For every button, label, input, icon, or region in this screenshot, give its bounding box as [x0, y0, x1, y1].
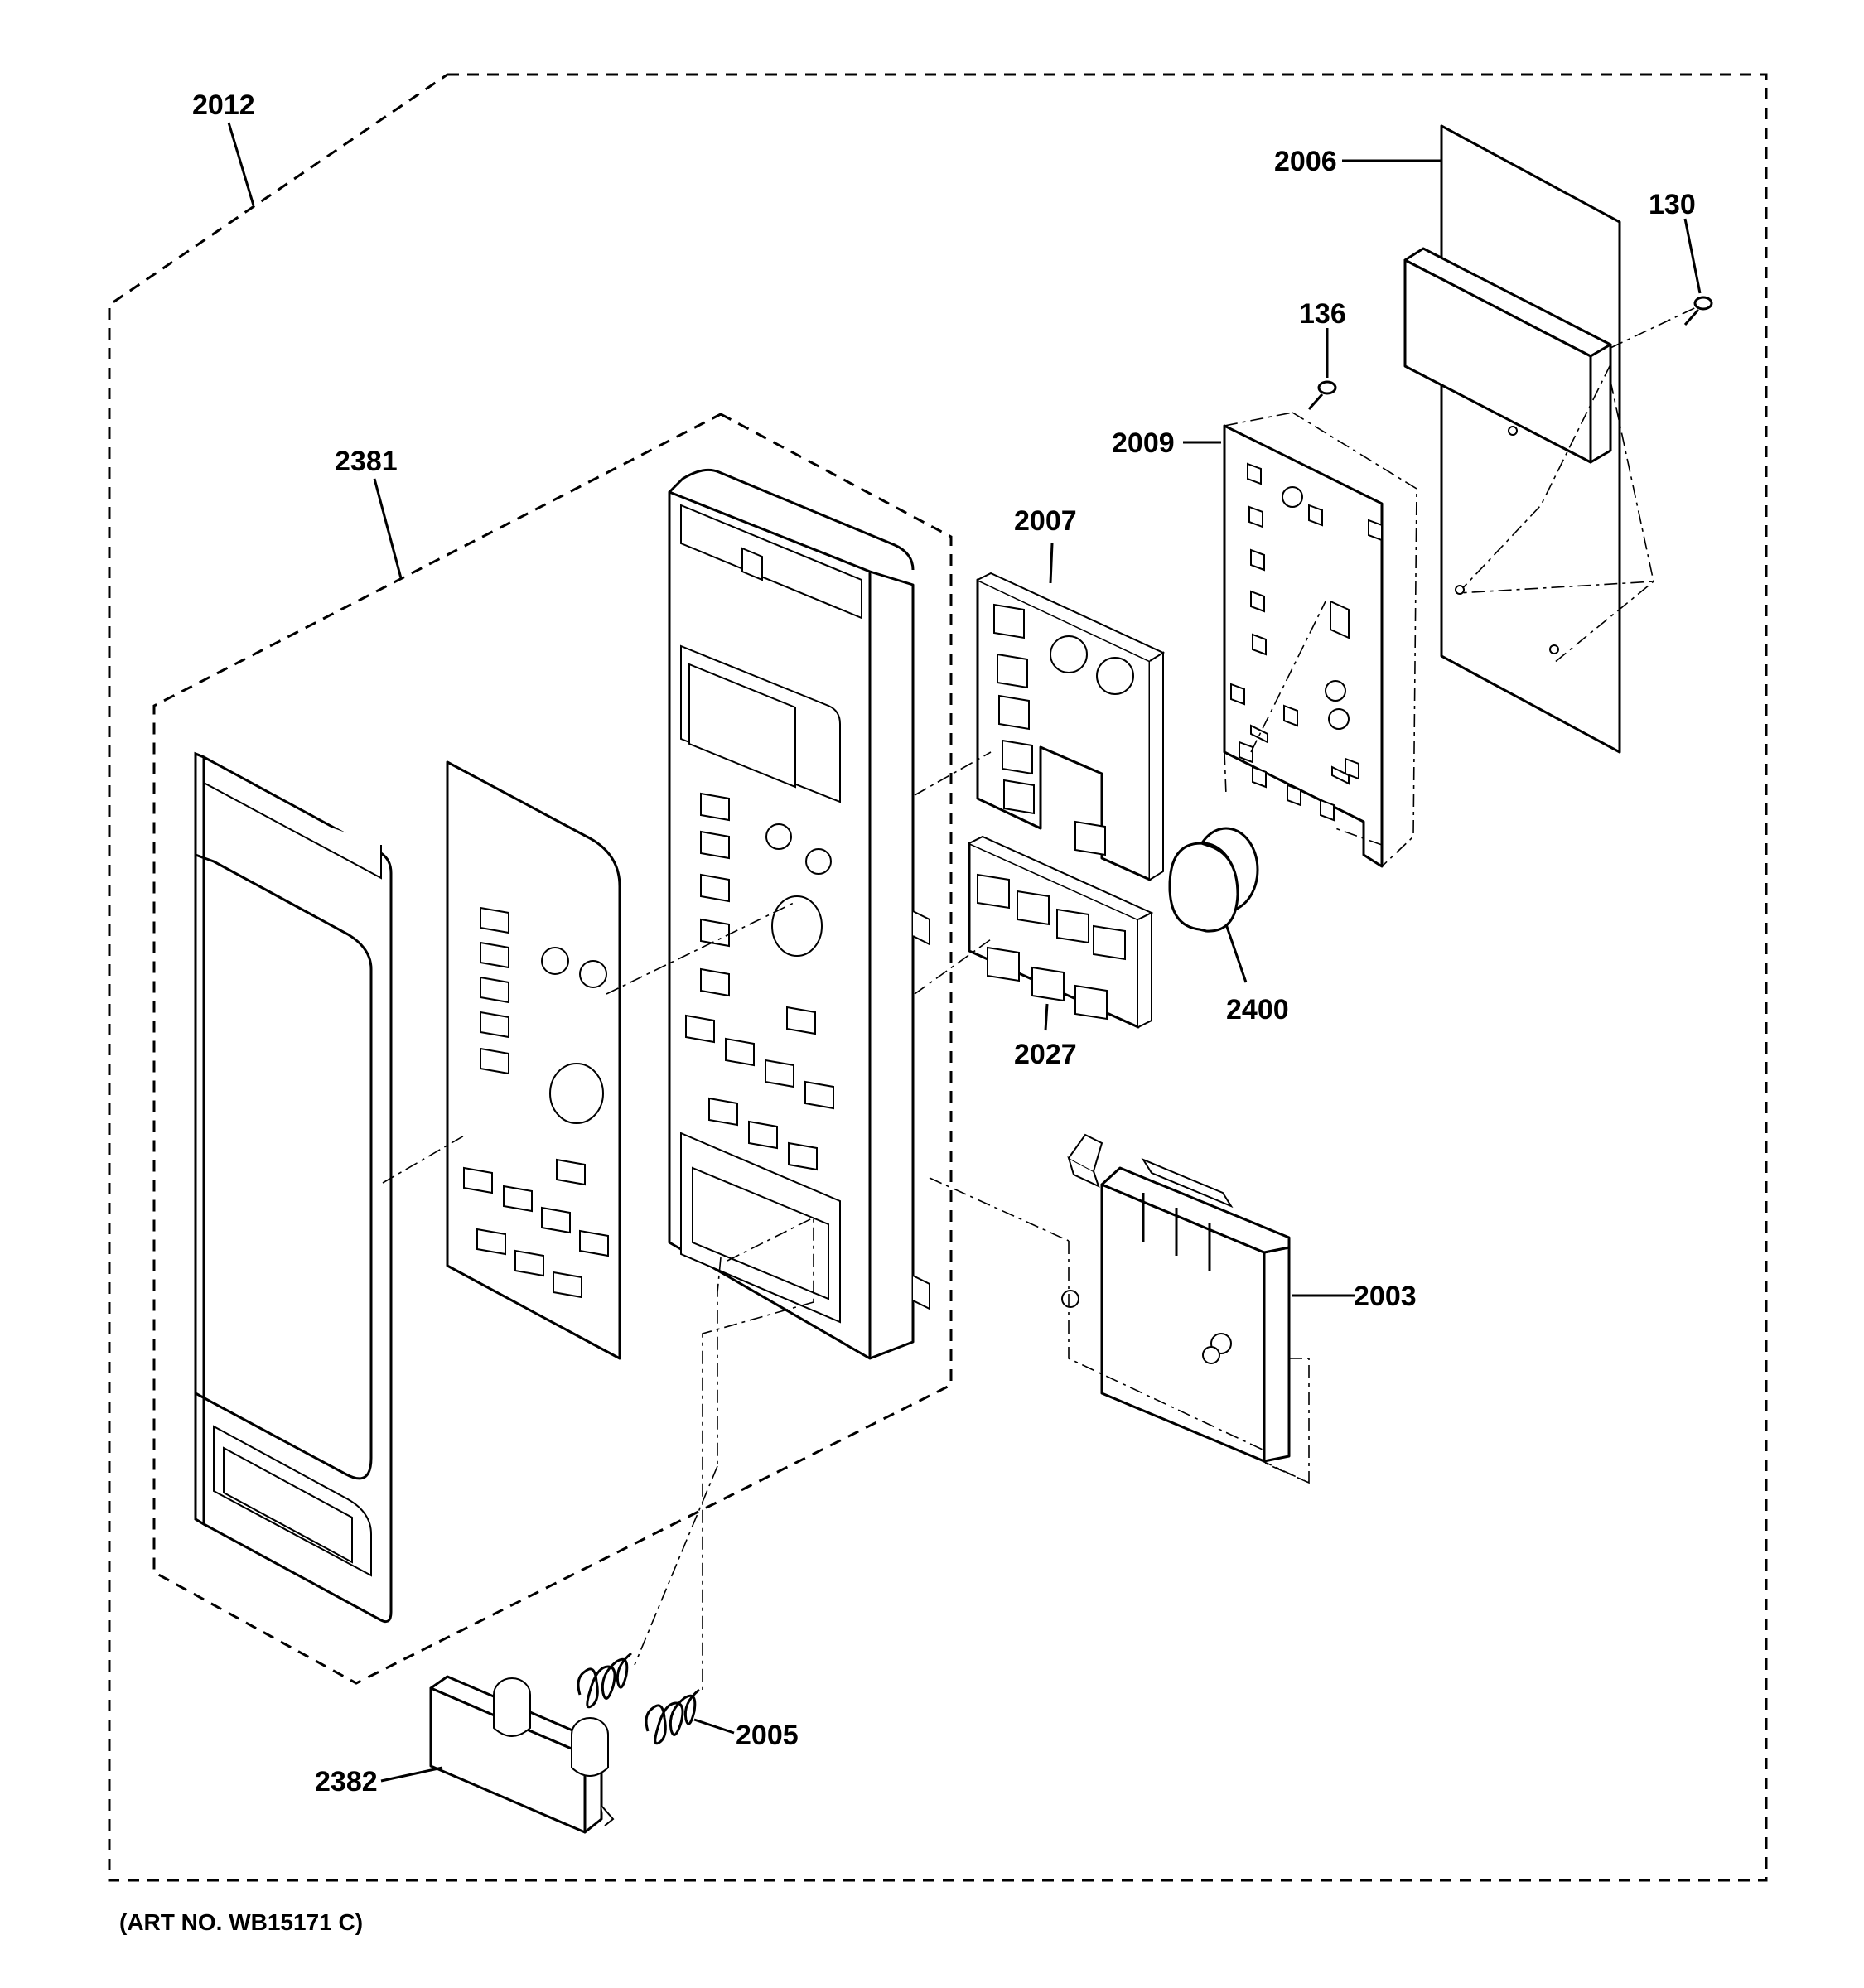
board-component	[1252, 633, 1267, 656]
rubber-key	[998, 694, 1030, 731]
door-lever-2003	[1061, 1133, 1291, 1463]
assembly-2381-boundary	[152, 413, 953, 1685]
label-136: 136	[1299, 298, 1346, 330]
rubber-round-key	[1096, 657, 1134, 695]
art-number: (ART NO. WB15171 C)	[119, 1909, 363, 1935]
label-130: 130	[1649, 189, 1696, 220]
frame-key-window	[748, 1120, 778, 1150]
spring-lower	[645, 1688, 700, 1745]
display-board-2006	[1403, 124, 1706, 754]
board-component	[1250, 590, 1265, 613]
projection-lines	[382, 601, 1383, 1690]
label-2003: 2003	[1354, 1281, 1417, 1312]
rubber-round-key	[1050, 635, 1088, 673]
frame-key-window	[804, 1080, 834, 1110]
frame-round-window	[805, 848, 832, 875]
membrane-key	[503, 1185, 533, 1213]
label-2005: 2005	[736, 1720, 799, 1751]
board-components	[1230, 462, 1383, 822]
membrane-dial-window	[549, 1063, 604, 1124]
spring-upper	[577, 1652, 632, 1709]
frame-key-window	[700, 830, 730, 860]
board-component	[1252, 765, 1267, 789]
label-2400: 2400	[1226, 994, 1289, 1025]
board-component	[1283, 704, 1298, 727]
label-2381: 2381	[335, 446, 398, 477]
frame-key-window	[685, 1014, 715, 1044]
board-component	[1320, 799, 1335, 822]
membrane-key	[514, 1249, 544, 1277]
membrane-key	[476, 1228, 506, 1256]
label-2006: 2006	[1274, 146, 1337, 177]
membrane-round-key	[541, 947, 569, 975]
frame-key-window	[786, 1006, 816, 1035]
frame-key-window	[708, 1097, 738, 1127]
board-component	[1250, 548, 1265, 572]
rubber-key	[1002, 739, 1033, 775]
leader-lines	[227, 122, 1702, 1783]
board-component	[1230, 683, 1245, 706]
rubber-key	[977, 873, 1010, 910]
board-component	[1248, 505, 1263, 528]
keys-2027	[977, 873, 1126, 1021]
frame-key-window	[725, 1037, 755, 1067]
frame-dial-window	[771, 895, 823, 957]
rubber-key	[1074, 820, 1106, 856]
front-trim-panel	[194, 751, 393, 1624]
board-component	[1368, 519, 1383, 542]
frame-key-window	[700, 873, 730, 903]
label-2012: 2012	[192, 89, 255, 121]
board-component	[1287, 784, 1301, 807]
rubber-key	[1003, 779, 1035, 815]
board-component	[1247, 462, 1262, 485]
rubber-key	[1031, 966, 1065, 1002]
frame-key-window	[700, 918, 730, 948]
rubber-key	[997, 653, 1028, 689]
rubber-key	[1093, 924, 1126, 961]
membrane-keys	[463, 906, 609, 1299]
screw-136	[1307, 380, 1337, 410]
membrane-key	[480, 906, 509, 934]
key-holder-2027	[968, 835, 1154, 1029]
frame-key-window	[788, 1141, 818, 1171]
membrane-key	[480, 1047, 509, 1075]
membrane-key	[480, 1011, 509, 1039]
keys-2007	[993, 603, 1134, 856]
assembly-2012-boundary	[108, 73, 1768, 1882]
rubber-key	[1056, 908, 1089, 944]
frame-key-window	[700, 792, 730, 822]
membrane-key	[556, 1158, 586, 1186]
rubber-key	[1017, 890, 1050, 926]
rubber-key	[987, 946, 1020, 982]
board-component	[1345, 757, 1359, 780]
membrane-key	[463, 1166, 493, 1194]
knob-2400	[1168, 827, 1259, 933]
membrane-key	[553, 1271, 582, 1299]
frame-round-window	[765, 823, 792, 850]
membrane-key	[480, 976, 509, 1004]
rubber-key	[993, 603, 1025, 639]
label-2009: 2009	[1112, 427, 1175, 459]
label-2027: 2027	[1014, 1039, 1077, 1070]
screw-130	[1683, 296, 1713, 326]
membrane-round-key	[579, 960, 607, 988]
frame-keys	[685, 792, 834, 1171]
board-component	[1239, 741, 1253, 764]
frame-key-window	[700, 967, 730, 997]
board-component	[1308, 504, 1323, 527]
label-2382: 2382	[315, 1766, 378, 1797]
rubber-key	[1074, 984, 1108, 1021]
label-2007: 2007	[1014, 505, 1077, 537]
membrane-key	[541, 1206, 571, 1234]
frame-key-window	[765, 1059, 794, 1088]
door-button-2382	[429, 1675, 615, 1834]
membrane-key	[480, 941, 509, 969]
membrane-key	[579, 1229, 609, 1257]
